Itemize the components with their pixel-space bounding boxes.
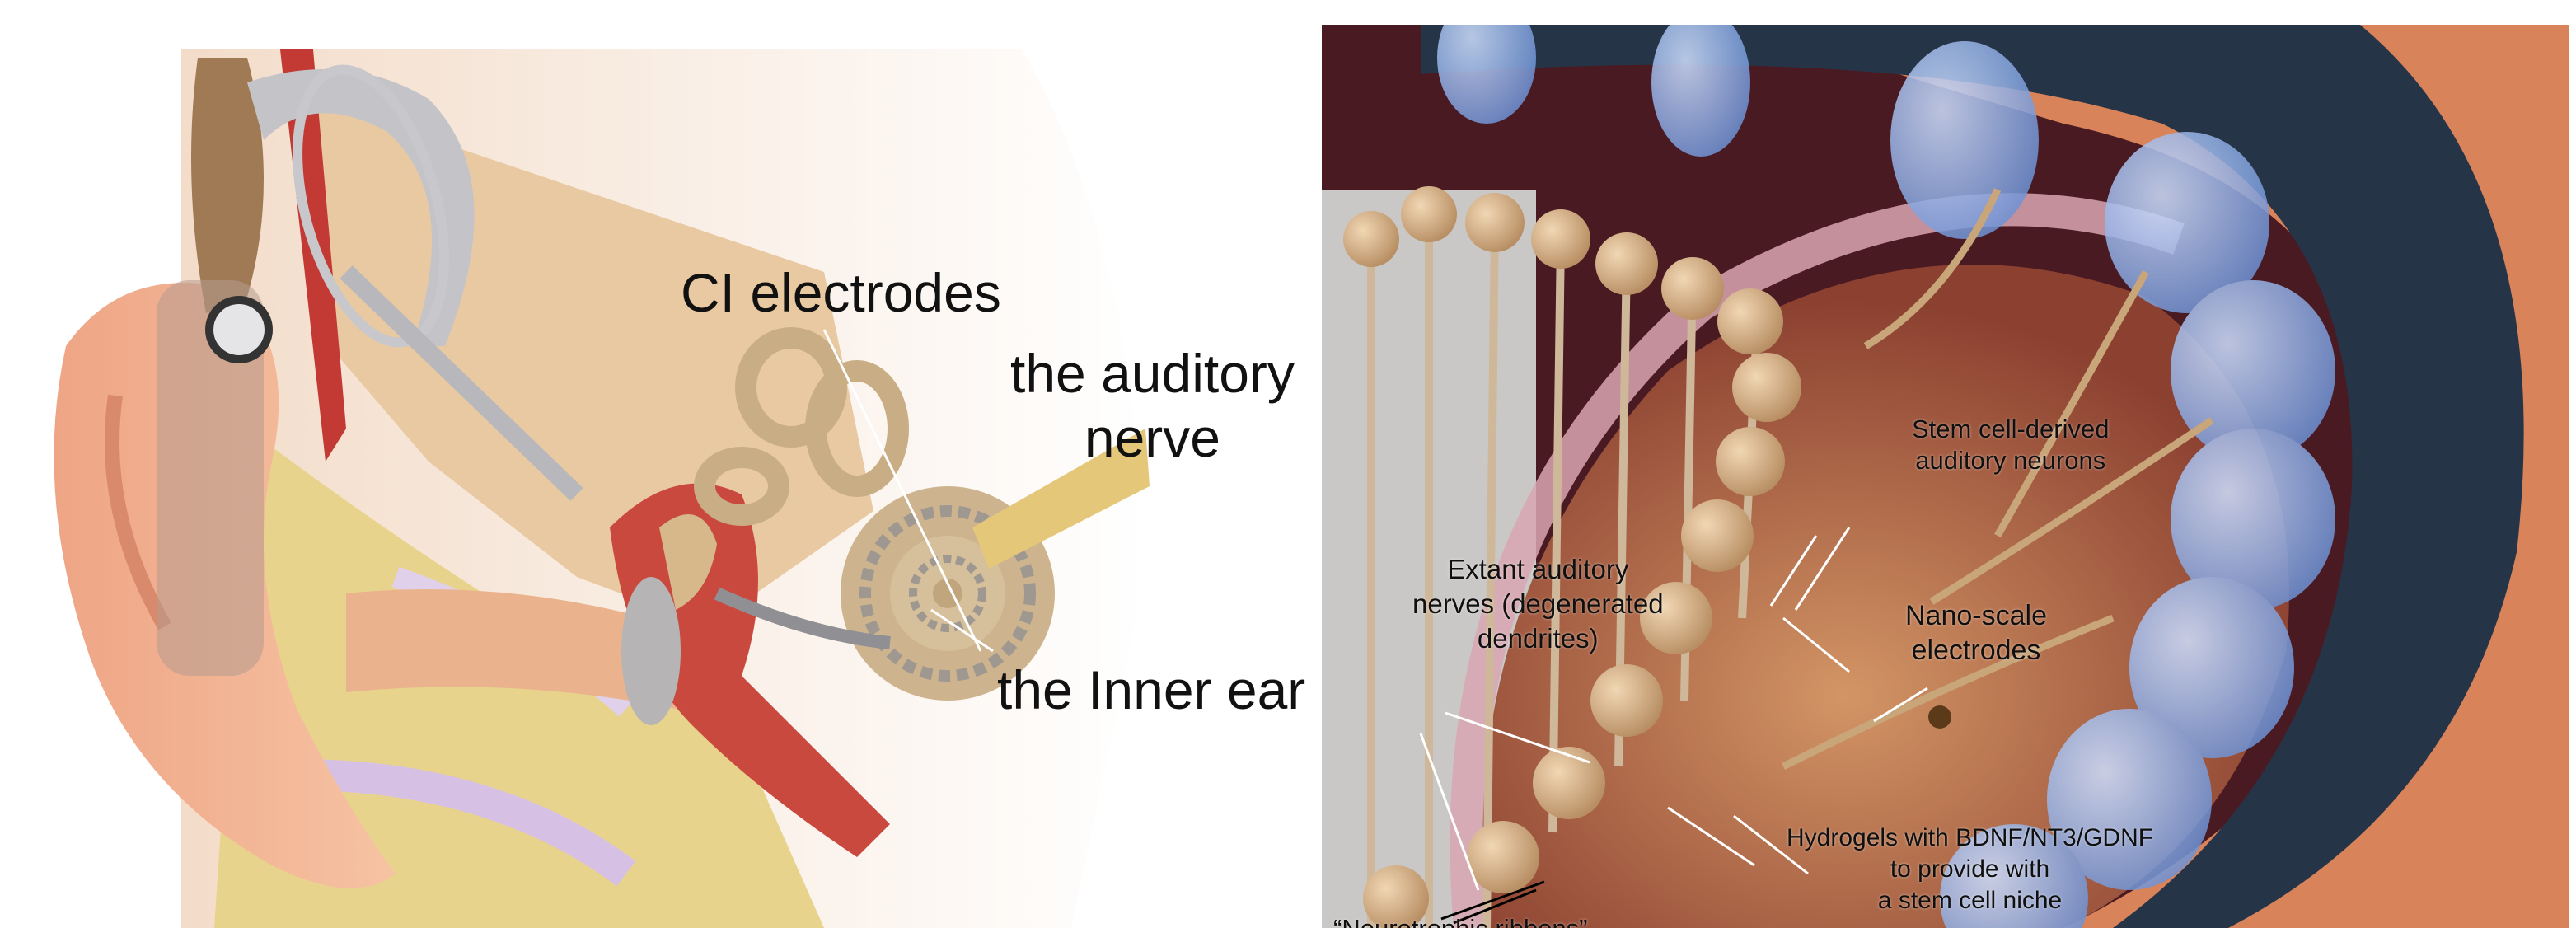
- label-extant-line1: Extant auditory: [1412, 552, 1664, 587]
- label-ci-electrodes: CI electrodes: [681, 260, 1001, 325]
- label-extant-nerves: Extant auditory nerves (degenerated dend…: [1412, 552, 1664, 656]
- label-inner-ear: the Inner ear: [997, 658, 1305, 722]
- label-auditory-nerve-line2: nerve: [1010, 405, 1295, 470]
- label-extant-line2: nerves (degenerated: [1412, 587, 1664, 621]
- label-stem-cell-line2: auditory neurons: [1912, 445, 2109, 476]
- nano-electrode: [1928, 705, 1951, 729]
- label-auditory-nerve: the auditory nerve: [1010, 341, 1295, 470]
- label-nano-electrodes: Nano-scale electrodes: [1905, 598, 2047, 668]
- label-nano-line2: electrodes: [1905, 633, 2047, 668]
- label-nano-line1: Nano-scale: [1905, 598, 2047, 633]
- regeneration-drawing: [1322, 25, 2569, 928]
- label-hydrogel-line2: to provide with: [1787, 854, 2153, 885]
- label-hydrogel-line1: Hydrogels with BDNF/NT3/GDNF: [1787, 823, 2153, 854]
- label-extant-line3: dendrites): [1412, 621, 1664, 656]
- ear-anatomy-illustration: CI electrodes the auditory nerve the Inn…: [0, 0, 1310, 928]
- label-stem-cell-line1: Stem cell-derived: [1912, 414, 2109, 445]
- label-stem-cell-neurons: Stem cell-derived auditory neurons: [1912, 414, 2109, 476]
- label-hydrogel-line3: a stem cell niche: [1787, 885, 2153, 916]
- label-hydrogels: Hydrogels with BDNF/NT3/GDNF to provide …: [1787, 823, 2153, 916]
- regeneration-concept-illustration: Stem cell-derived auditory neurons Extan…: [1322, 25, 2569, 928]
- label-auditory-nerve-line1: the auditory: [1010, 341, 1295, 405]
- label-neurotrophic-ribbons: “Neurotrophic ribbons”: [1333, 913, 1587, 928]
